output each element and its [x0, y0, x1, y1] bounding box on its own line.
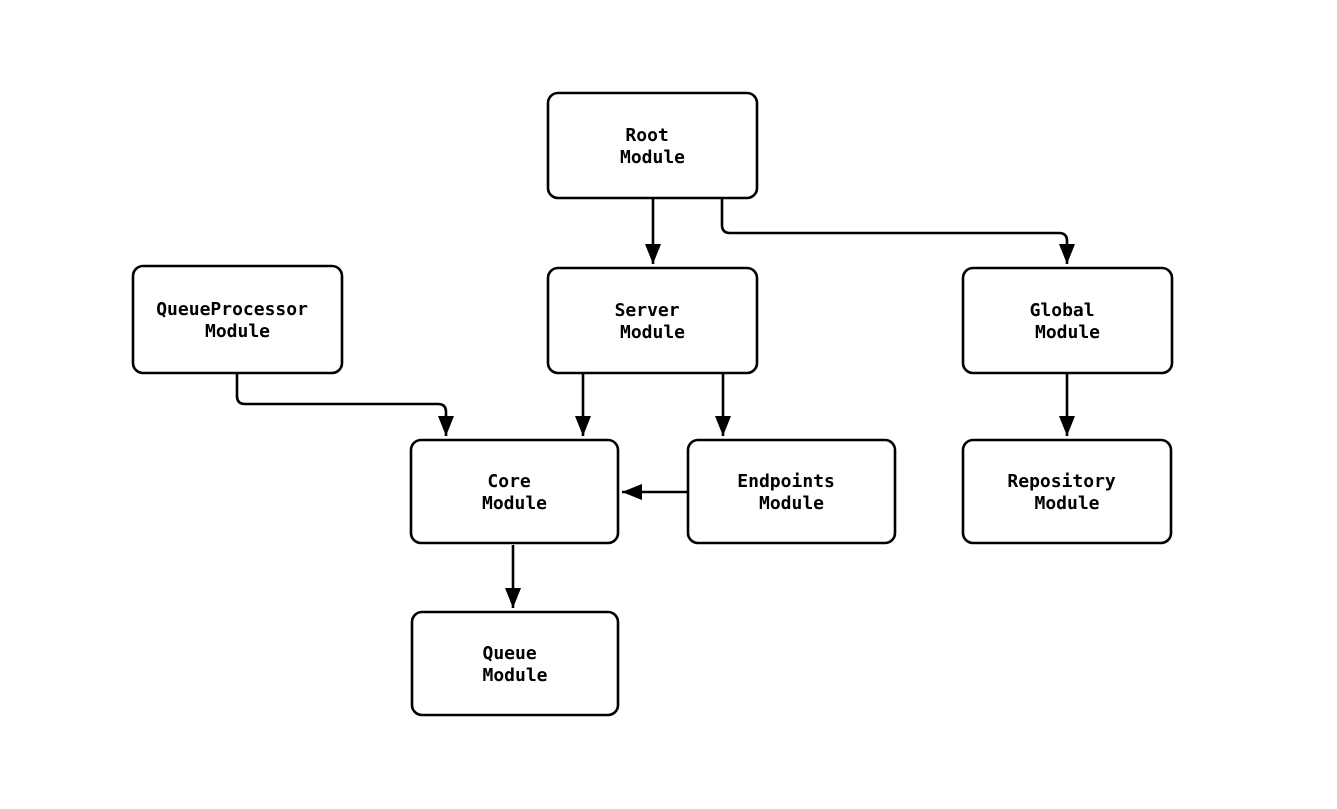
- node-repository-module-label-line1: Repository: [1007, 471, 1116, 492]
- node-global-module-label-line2: Module: [1035, 322, 1100, 343]
- node-repository-module-box: [961, 438, 1173, 545]
- node-endpoints-module-label: Endpoints Module: [737, 471, 845, 514]
- node-global-module-label: Global Module: [1030, 300, 1106, 343]
- node-queueprocessor-module-label-line1: QueueProcessor: [156, 299, 308, 320]
- node-root-module-label: Root Module: [620, 125, 685, 168]
- node-queue-module-box: [410, 610, 620, 717]
- edge-queueprocessor-to-core: [235, 374, 454, 436]
- node-root-module-label-line1: Root: [625, 125, 668, 146]
- node-repository-module-label-line2: Module: [1034, 493, 1099, 514]
- node-queue-module-label-line2: Module: [482, 665, 547, 686]
- node-server-module-label-line1: Server: [615, 300, 680, 321]
- node-server-module-box: [546, 266, 759, 375]
- node-queueprocessor-module: QueueProcessor Module: [131, 264, 344, 375]
- node-global-module-box: [961, 266, 1174, 375]
- node-server-module-label-line2: Module: [620, 322, 685, 343]
- node-queue-module-label-line1: Queue: [482, 643, 536, 664]
- node-core-module: Core Module: [409, 438, 620, 545]
- node-root-module-label-line2: Module: [620, 147, 685, 168]
- node-core-module-label: Core Module: [482, 471, 547, 514]
- node-server-module-label: Server Module: [615, 300, 691, 343]
- node-global-module-label-line1: Global: [1030, 300, 1095, 321]
- node-queue-module-label: Queue Module: [482, 643, 547, 686]
- node-queueprocessor-module-box: [131, 264, 344, 375]
- node-endpoints-module-label-line1: Endpoints: [737, 471, 835, 492]
- node-root-module: Root Module: [546, 91, 759, 200]
- node-core-module-box: [409, 438, 620, 545]
- node-repository-module-label: Repository Module: [1007, 471, 1126, 514]
- node-queueprocessor-module-label-line2: Module: [205, 321, 270, 342]
- node-server-module: Server Module: [546, 266, 759, 375]
- node-global-module: Global Module: [961, 266, 1174, 375]
- node-core-module-label-line1: Core: [487, 471, 531, 492]
- node-queueprocessor-module-label: QueueProcessor Module: [156, 299, 319, 342]
- node-core-module-label-line2: Module: [482, 493, 547, 514]
- node-root-module-box: [546, 91, 759, 200]
- node-endpoints-module-box: [686, 438, 897, 545]
- node-repository-module: Repository Module: [961, 438, 1173, 545]
- node-endpoints-module: Endpoints Module: [686, 438, 897, 545]
- node-endpoints-module-label-line2: Module: [759, 493, 824, 514]
- node-queue-module: Queue Module: [410, 610, 620, 717]
- edge-root-to-global: [720, 199, 1075, 264]
